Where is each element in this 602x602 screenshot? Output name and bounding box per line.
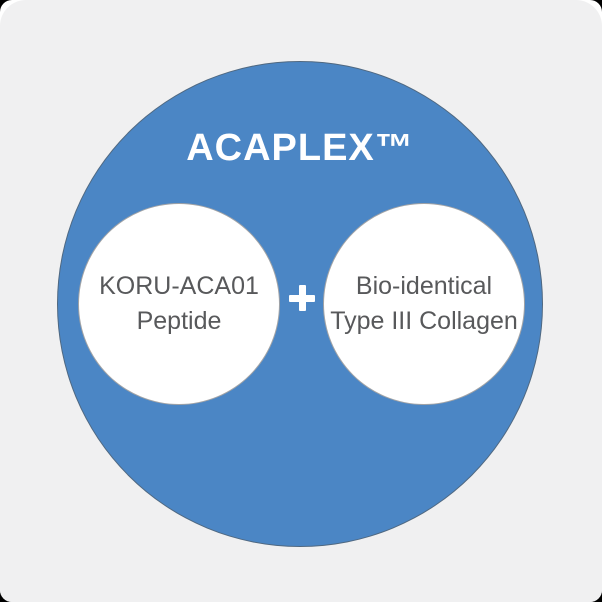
- plus-icon-vertical-bar: [298, 285, 306, 311]
- plus-icon: [289, 285, 315, 311]
- component-label-line: KORU-ACA01: [99, 272, 259, 300]
- component-circle-peptide: KORU-ACA01 Peptide: [78, 203, 280, 405]
- component-circle-collagen: Bio-identical Type III Collagen: [323, 203, 525, 405]
- diagram-title: ACAPLEX™: [186, 127, 414, 169]
- component-label-line: Peptide: [136, 307, 222, 335]
- component-label-line: Bio-identical: [355, 272, 493, 300]
- component-label-line: Type III Collagen: [330, 307, 518, 335]
